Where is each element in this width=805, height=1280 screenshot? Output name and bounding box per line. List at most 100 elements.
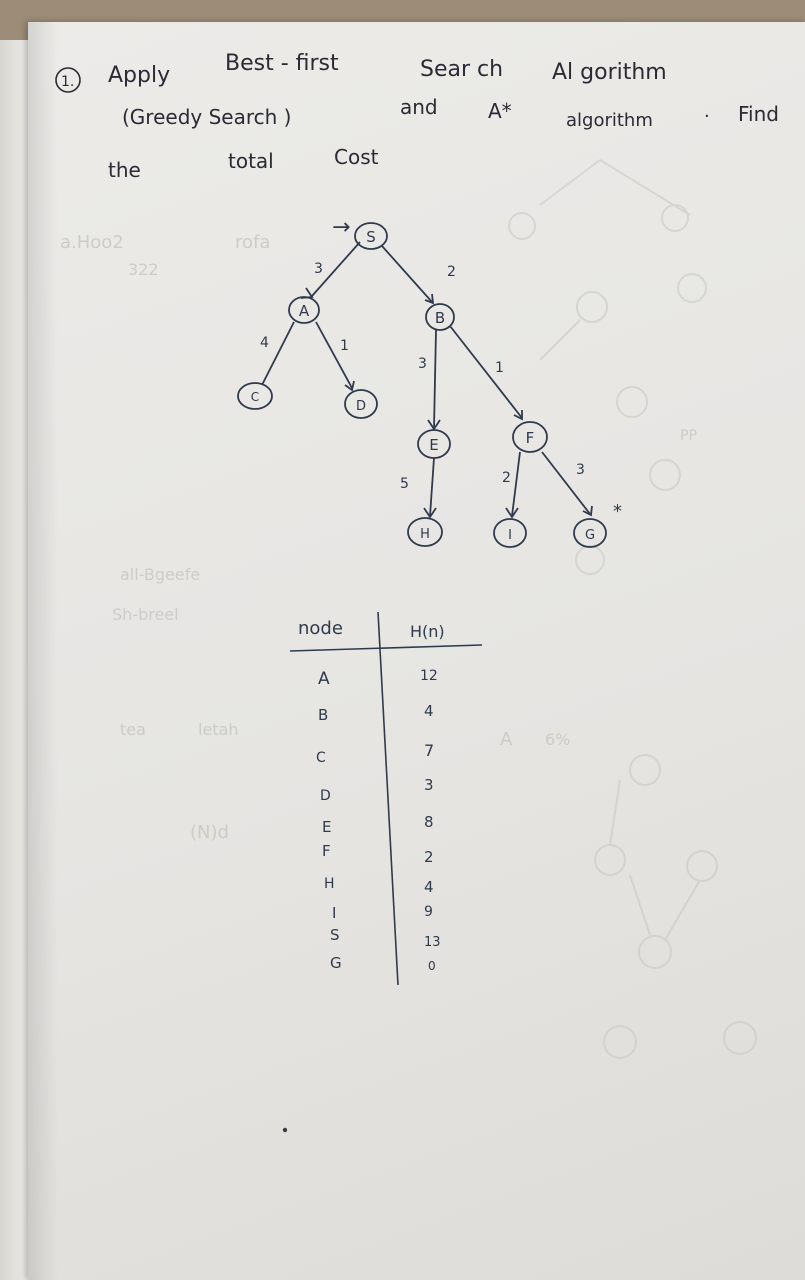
table-cell-node: B <box>318 706 328 724</box>
edge-a-d <box>315 321 353 389</box>
table-cell-node: A <box>318 669 330 689</box>
tree-edge-costs: 3 2 4 1 3 1 5 2 3 <box>260 261 585 492</box>
table-cell-node: D <box>320 788 331 804</box>
table-row: G 0 <box>330 954 436 973</box>
edge-f-i <box>511 451 521 517</box>
edge-b-e <box>433 329 437 429</box>
goal-star-mark: * <box>613 501 622 522</box>
edge-a-c <box>261 321 295 386</box>
edge-b-f <box>449 325 523 419</box>
table-row: A 12 <box>318 668 438 689</box>
heuristic-table: node H(n) A 12 B 4 C 7 D 3 E 8 F 2 H <box>289 611 483 986</box>
table-cell-h: 4 <box>424 702 434 720</box>
word-best-first: Best - first <box>225 51 339 76</box>
edge-f-g <box>541 451 591 515</box>
svg-text:322: 322 <box>128 260 159 279</box>
table-row: E 8 <box>322 813 434 836</box>
svg-text:rofa: rofa <box>235 232 270 253</box>
word-dot: · <box>704 106 710 127</box>
node-d-circle <box>344 389 378 419</box>
word-algorithm: Al gorithm <box>552 60 667 85</box>
cost-f-g: 3 <box>576 462 585 478</box>
table-cell-h: 13 <box>424 935 441 950</box>
node-d-label: D <box>356 399 366 414</box>
cost-b-e: 3 <box>418 356 427 372</box>
table-cell-h: 8 <box>424 813 434 831</box>
start-arrow: → <box>332 215 350 240</box>
svg-text:A: A <box>500 729 513 750</box>
svg-text:6%: 6% <box>545 730 570 749</box>
left-page-edge <box>0 40 30 1280</box>
table-row: S 13 <box>330 926 441 950</box>
node-s-circle <box>354 222 388 250</box>
table-cell-node: F <box>322 842 331 860</box>
table-cell-node: G <box>330 954 342 972</box>
bleed-through-marks <box>508 159 757 1059</box>
table-cell-h: 2 <box>424 848 434 866</box>
word-cost: Cost <box>334 145 379 169</box>
table-row: I 9 <box>332 904 433 922</box>
node-e-label: E <box>429 436 438 454</box>
table-row: C 7 <box>316 741 434 766</box>
node-h-circle <box>407 517 443 547</box>
table-cell-h: 0 <box>428 959 436 973</box>
table-header-node: node <box>298 618 343 639</box>
svg-text:PP: PP <box>680 428 697 444</box>
page-binding-shadow <box>28 22 58 1280</box>
node-h-label: H <box>420 527 430 542</box>
node-i-label: I <box>508 528 512 543</box>
svg-text:a.Hoo2: a.Hoo2 <box>60 232 124 253</box>
question-text: 1. Apply Best - first Sear ch Al gorithm… <box>55 51 779 182</box>
cost-s-a: 3 <box>314 261 323 277</box>
table-cell-h: 3 <box>424 776 434 794</box>
word-apply: Apply <box>108 63 170 88</box>
table-cell-h: 4 <box>424 878 434 896</box>
word-greedy-search: (Greedy Search ) <box>122 105 291 129</box>
table-header-rule <box>289 644 483 652</box>
svg-text:Sh-breel: Sh-breel <box>112 605 179 624</box>
word-the: the <box>108 158 141 182</box>
node-f-label: F <box>526 429 535 447</box>
table-cell-h: 9 <box>424 904 433 920</box>
table-row: D 3 <box>320 776 434 804</box>
node-g-circle <box>573 518 607 548</box>
word-a-star: A* <box>488 99 512 123</box>
node-b-label: B <box>435 309 445 327</box>
table-row: F 2 <box>322 842 434 866</box>
cost-s-b: 2 <box>447 264 456 280</box>
word-algorithm-2: algorithm <box>566 110 653 131</box>
tree-nodes <box>237 222 607 548</box>
node-c-circle <box>237 382 273 410</box>
tree-arrowheads <box>300 287 593 519</box>
table-cell-node: I <box>332 904 336 922</box>
node-s-label: S <box>366 228 376 246</box>
edge-s-a <box>311 241 361 297</box>
node-f-circle <box>512 421 548 453</box>
tree-edges <box>261 241 591 517</box>
tree-node-labels: S A B C D E F H I G <box>251 228 595 543</box>
table-cell-node: E <box>322 818 331 836</box>
word-and: and <box>400 95 438 119</box>
cost-e-h: 5 <box>400 476 409 492</box>
cost-a-c: 4 <box>260 335 269 351</box>
svg-text:tea: tea <box>120 720 146 739</box>
table-cell-node: H <box>324 876 335 892</box>
bleed-through-text: a.Hoo2 rofa 322 all-Bgeefe Sh-breel tea … <box>60 232 697 843</box>
cost-f-i: 2 <box>502 470 511 486</box>
node-c-label: C <box>251 390 259 404</box>
question-number: 1. <box>55 67 81 93</box>
table-column-divider <box>377 611 399 986</box>
cost-a-d: 1 <box>340 338 349 354</box>
node-b-circle <box>425 303 455 331</box>
svg-text:all-Bgeefe: all-Bgeefe <box>120 565 200 584</box>
word-total: total <box>228 149 274 173</box>
word-find: Find <box>738 102 779 126</box>
edge-e-h <box>429 457 435 517</box>
table-row: B 4 <box>318 702 434 724</box>
node-a-circle <box>288 296 320 324</box>
table-cell-node: S <box>330 926 340 944</box>
question-number-text: 1. <box>61 74 74 90</box>
node-e-circle <box>417 429 451 459</box>
table-header-h: H(n) <box>410 622 445 641</box>
